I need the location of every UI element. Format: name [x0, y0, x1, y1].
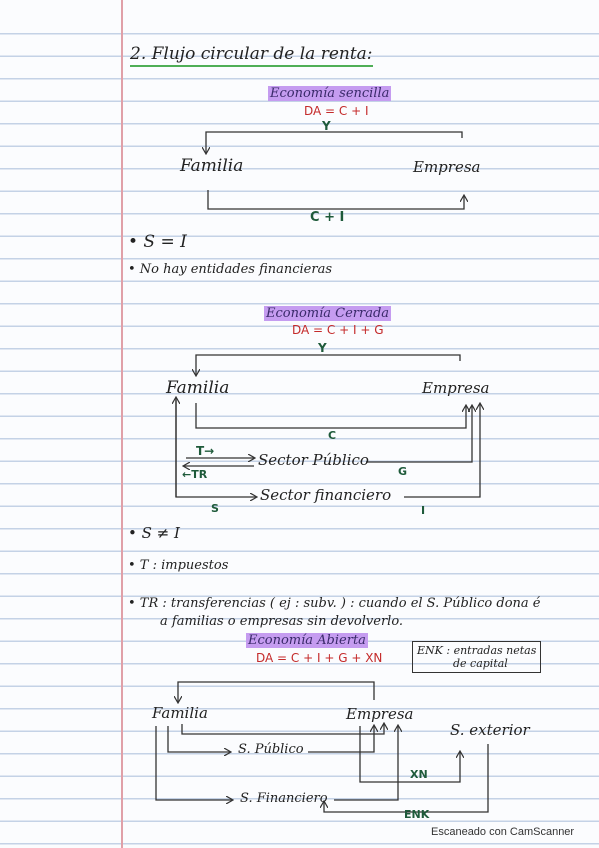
cerrada-formula: DA = C + I + G: [292, 323, 384, 337]
abierta-enk-arrow: [324, 744, 489, 813]
cerrada-y-arrow: [196, 354, 461, 375]
cerrada-empresa: Empresa: [422, 379, 490, 397]
sencilla-formula: DA = C + I: [304, 104, 369, 118]
sencilla-y-label: Y: [322, 119, 331, 133]
note-transferencias: • TR : transferencias ( ej : subv. ) : c…: [128, 596, 541, 611]
note-transferencias-cont: a familias o empresas sin devolverlo.: [160, 614, 404, 629]
cerrada-c-label: C: [328, 429, 337, 442]
note-s-not-i: • S ≠ I: [128, 524, 180, 542]
abierta-xn-arrow: [359, 726, 460, 783]
cerrada-s-label: S: [211, 502, 219, 515]
abierta-spub-arrow: [167, 726, 230, 752]
enk-note-line2: de capital: [453, 657, 508, 670]
sencilla-empresa: Empresa: [413, 158, 481, 176]
cerrada-tr-label: ←TR: [182, 468, 208, 481]
abierta-s-exterior: S. exterior: [450, 721, 530, 739]
abierta-familia: Familia: [152, 704, 208, 722]
cerrada-sector-publico: Sector Público: [258, 451, 369, 469]
abierta-s-publico: S. Público: [238, 742, 304, 757]
abierta-y-arrow: [178, 681, 375, 702]
cerrada-t-label: T→: [196, 444, 215, 458]
cerrada-i-arrow: [404, 404, 480, 498]
cerrada-g-arrow: [366, 406, 472, 463]
section-heading: 2. Flujo circular de la renta:: [130, 44, 373, 67]
sencilla-ci-label: C + I: [310, 210, 345, 225]
cerrada-c-arrow: [195, 403, 466, 429]
abierta-sfin-arrow: [155, 726, 232, 800]
cerrada-s-arrow: [175, 400, 256, 497]
cerrada-g-label: G: [398, 465, 408, 478]
sencilla-ci-arrow: [207, 190, 464, 210]
sencilla-y-arrow: [206, 131, 463, 153]
abierta-xn-label: XN: [410, 768, 428, 781]
enk-note-box: ENK : entradas netas de capital: [412, 641, 542, 673]
abierta-i-arrow: [334, 726, 398, 801]
cerrada-y-label: Y: [318, 341, 327, 355]
note-s-equals-i: • S = I: [128, 232, 187, 252]
abierta-c-arrow: [181, 724, 384, 735]
abierta-enk-label: ENK: [404, 808, 430, 821]
note-impuestos: • T : impuestos: [128, 558, 229, 573]
cerrada-sector-financiero: Sector financiero: [260, 486, 392, 504]
abierta-g-arrow: [308, 726, 374, 753]
abierta-title: Economía Abierta: [246, 633, 368, 648]
sencilla-familia: Familia: [180, 156, 244, 176]
abierta-formula: DA = C + I + G + XN: [256, 651, 383, 665]
note-no-financieras: • No hay entidades financieras: [128, 262, 333, 277]
cerrada-title: Economía Cerrada: [264, 306, 392, 321]
sencilla-title: Economía sencilla: [268, 86, 392, 101]
cerrada-familia: Familia: [166, 378, 230, 398]
abierta-s-financiero: S. Financiero: [240, 791, 328, 806]
abierta-empresa: Empresa: [346, 705, 414, 723]
scanner-footer: Escaneado con CamScanner: [431, 826, 575, 838]
margin-line: [121, 0, 123, 848]
cerrada-i-label: I: [421, 504, 426, 517]
enk-note-line1: ENK : entradas netas: [417, 644, 537, 657]
